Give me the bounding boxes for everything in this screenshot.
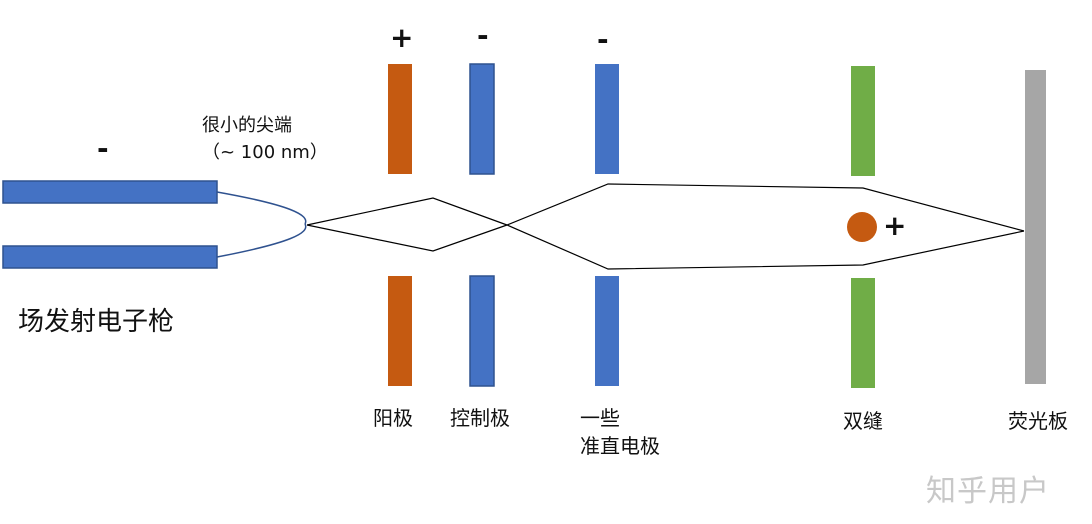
- collimator-label-line2: 准直电极: [580, 434, 660, 458]
- collimator-upper-plate: [595, 64, 619, 174]
- emitter-tip-upper: [216, 191, 307, 225]
- beam-lower-path: [306, 224, 508, 252]
- watermark: 知乎用户: [926, 474, 1050, 509]
- slit-upper-plate: [851, 66, 875, 176]
- control-upper-plate: [469, 63, 495, 175]
- anode-label: 阳极: [373, 406, 413, 430]
- tip-label-line2: （~ 100 nm）: [202, 142, 328, 163]
- fluorescent-screen: [1025, 70, 1046, 384]
- control-label: 控制极: [450, 406, 510, 430]
- ion-charge-sign: +: [883, 209, 907, 242]
- beam-diverge-lower: [506, 224, 1025, 270]
- anode-lower-plate: [388, 276, 412, 386]
- emitter-tip-lower: [216, 223, 307, 258]
- gun-charge-sign: -: [97, 132, 109, 165]
- positive-ion: [847, 212, 877, 242]
- gun-upper-bar: [2, 180, 218, 204]
- control-charge-sign: -: [477, 19, 489, 52]
- gun-lower-bar: [2, 245, 218, 269]
- beam-upper-path: [306, 197, 508, 226]
- double-slit-label: 双缝: [843, 409, 883, 433]
- beam-diverge-upper: [506, 183, 1025, 232]
- control-lower-plate: [469, 275, 495, 387]
- slit-lower-plate: [851, 278, 875, 388]
- tip-label-line1: 很小的尖端: [202, 115, 292, 136]
- screen-label: 荧光板: [1008, 409, 1068, 433]
- collimator-charge-sign: -: [597, 23, 609, 56]
- gun-label: 场发射电子枪: [18, 307, 175, 337]
- collimator-lower-plate: [595, 276, 619, 386]
- anode-upper-plate: [388, 64, 412, 174]
- anode-charge-sign: +: [390, 21, 414, 54]
- collimator-label-line1: 一些: [580, 406, 620, 430]
